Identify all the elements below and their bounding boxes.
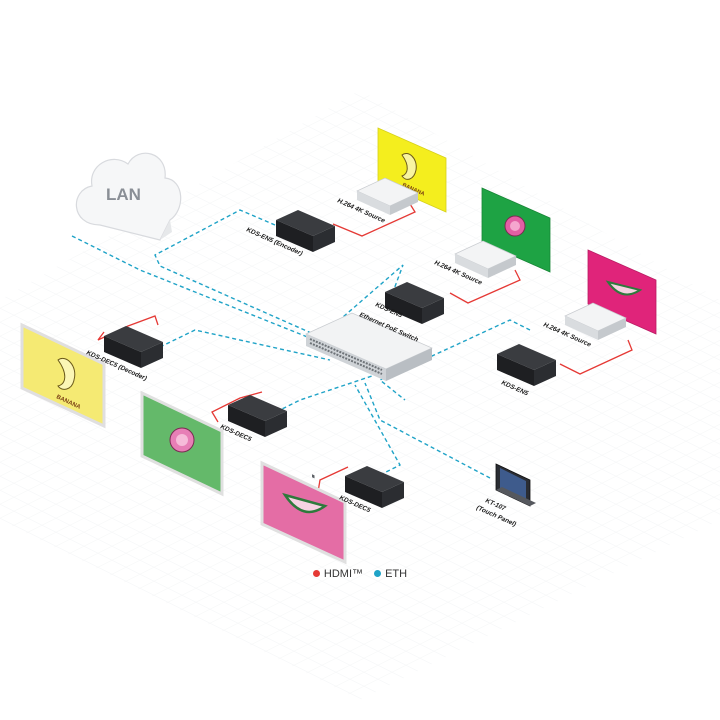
source-box-2 [454, 240, 517, 278]
legend-eth-label: ETH [385, 568, 408, 580]
eth-dot-icon [374, 570, 382, 577]
encoder-top [276, 210, 335, 252]
eth-links [71, 209, 531, 479]
cloud-label: LAN [106, 185, 141, 204]
touch-panel [495, 463, 536, 507]
hdmi-links [97, 203, 633, 493]
ethernet-switch [305, 312, 433, 479]
switch-port-row [309, 342, 383, 375]
screen-melon-left [260, 460, 347, 565]
legend-hdmi-label: HDMI™ [323, 568, 364, 580]
switch-port-row [309, 338, 383, 371]
lan-cloud: LAN [75, 152, 182, 241]
banana-icon [57, 358, 76, 390]
eth-link-decoder-mid [269, 369, 381, 416]
screen-banana-left: BANANA [20, 322, 106, 429]
switch-ports [312, 474, 315, 479]
encoder-right [497, 344, 556, 386]
melon-icon [605, 280, 643, 296]
screen-guava-left [140, 390, 224, 497]
eth-link-decoder-bottom [354, 384, 401, 476]
eth-link-encoder-top [154, 209, 319, 337]
hdmi-dot-icon [312, 570, 320, 577]
legend: HDMI™ ETH [0, 568, 720, 580]
source-box-3 [564, 302, 627, 340]
hdmi-link-source-1 [332, 203, 416, 237]
eth-link-encoder-right [378, 319, 531, 401]
legend-eth: ETH [374, 568, 407, 580]
decoder-left [104, 326, 163, 368]
source-box-1 [356, 177, 419, 215]
screen-melon [587, 249, 657, 335]
cloud-icon [75, 152, 182, 241]
hdmi-link-decoder-left [97, 315, 159, 341]
encoder-mid [385, 282, 444, 324]
decoder-mid [228, 395, 287, 437]
legend-hdmi: HDMI™ [312, 568, 366, 580]
eth-link-encoder-mid [327, 264, 404, 331]
eth-link-decoder-left [159, 329, 331, 361]
eth-link-touch-panel [364, 382, 491, 479]
decoder-bottom [345, 466, 404, 508]
screen-guava [481, 187, 551, 273]
hdmi-link-decoder-mid [211, 391, 263, 423]
hdmi-link-source-2 [449, 269, 521, 304]
melon-icon [282, 492, 328, 514]
banana-icon [401, 153, 417, 180]
hdmi-link-source-3 [559, 339, 633, 375]
